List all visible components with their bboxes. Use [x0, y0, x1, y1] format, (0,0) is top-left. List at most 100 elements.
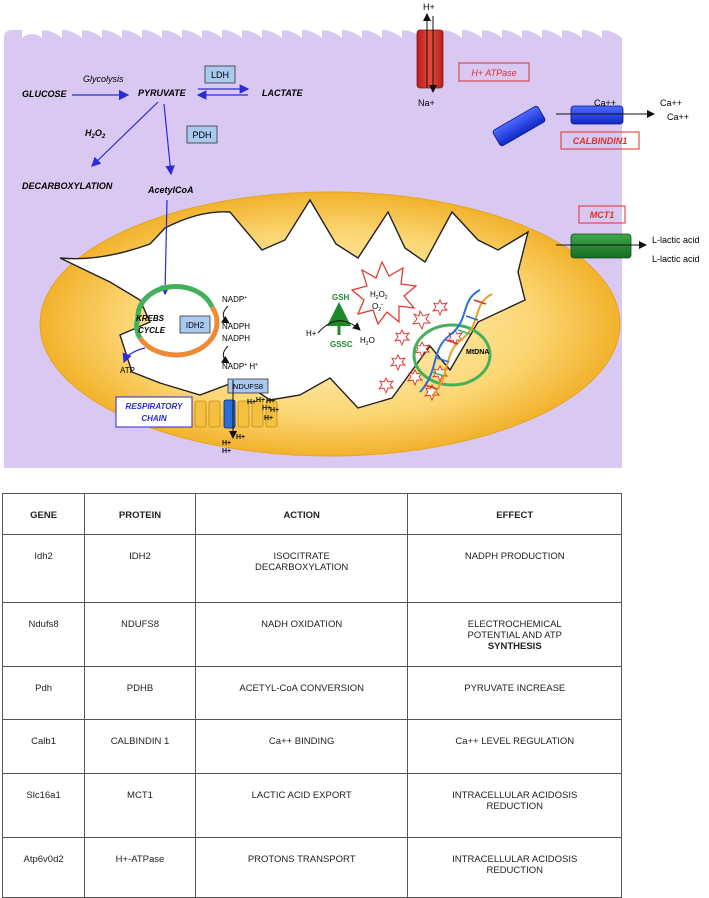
metabolism-diagram: GLUCOSE Glycolysis PYRUVATE LDH LACTATE … — [4, 2, 700, 468]
svg-text:H+: H+ — [236, 434, 245, 441]
header-effect: EFFECT — [407, 493, 622, 535]
krebs-cycle-ring-green2 — [134, 317, 143, 340]
arrow-pyruvate-decarboxylation — [91, 101, 159, 167]
mct1-label: MCT1 — [590, 210, 615, 220]
lactic-acid-label-1: L-lactic acid — [652, 235, 700, 245]
svg-text:H+: H+ — [266, 398, 275, 405]
idh2-label: IDH2 — [186, 321, 205, 330]
calbindin-bar-tilted — [492, 105, 546, 147]
cell-protein: H+-ATPase — [84, 837, 196, 898]
cell-line: ISOCITRATE — [273, 551, 330, 562]
ndufs8-label: NDUFS8 — [233, 382, 263, 391]
header-action: ACTION — [194, 493, 409, 535]
ros-bursts — [377, 298, 464, 402]
cell-effect: PYRUVATE INCREASE — [407, 666, 622, 720]
svg-text:H+: H+ — [222, 448, 231, 455]
h2o2-ros-label: H2O2 — [370, 290, 388, 301]
cell-line: Ca++ BINDING — [268, 736, 335, 747]
nadph-label-1: NADPH — [222, 322, 250, 331]
h-atpase-box — [458, 62, 530, 82]
mct1-transporter — [570, 233, 632, 259]
cell-line: ELECTROCHEMICAL — [467, 619, 562, 630]
cell-action: ACETYL-CoA CONVERSION — [194, 666, 409, 720]
cell-protein: PDHB — [84, 666, 196, 720]
svg-text:H+: H+ — [262, 405, 271, 412]
header-protein: PROTEIN — [84, 493, 196, 535]
table-row: Ndufs8 NDUFS8 NADH OXIDATION ELECTROCHEM… — [1, 602, 622, 667]
acetylcoa-label: AcetylCoA — [147, 185, 194, 195]
ca-out-label-1: Ca++ — [660, 98, 682, 108]
svg-text:H+: H+ — [264, 415, 273, 422]
mtdna-helix-b — [431, 293, 493, 397]
arrow-h-h2o — [317, 320, 361, 334]
table-header-row: GENE PROTEIN ACTION EFFECT — [1, 493, 622, 535]
arrow-nadp-nadph — [220, 305, 230, 324]
pdh-box — [186, 125, 218, 144]
svg-text:H+: H+ — [270, 407, 279, 414]
o2-ros-label: O2- — [372, 302, 383, 313]
cell-gene: Atp6v0d2 — [1, 837, 86, 898]
cell-line: DECARBOXYLATION — [255, 562, 349, 573]
krebs-label-2: CYCLE — [138, 326, 166, 335]
ndufs8-complex — [223, 399, 236, 429]
lactate-label: LACTATE — [262, 88, 304, 98]
cell-gene: Ndufs8 — [1, 602, 86, 667]
mct1-box — [578, 205, 626, 224]
cell-line: PROTONS TRANSPORT — [247, 854, 356, 865]
arrow-acetylcoa-krebs — [160, 199, 170, 296]
cell-line: NADH OXIDATION — [261, 619, 343, 630]
svg-text:H+: H+ — [247, 399, 256, 406]
table-row: Calb1 CALBINDIN 1 Ca++ BINDING Ca++ LEVE… — [1, 719, 622, 774]
table-row: Slc16a1 MCT1 LACTIC ACID EXPORT INTRACEL… — [1, 773, 622, 838]
mtdna-rungs — [424, 299, 487, 390]
calbindin-bar — [570, 105, 624, 125]
calbindin-label: CALBINDIN1 — [573, 136, 628, 146]
glucose-label: GLUCOSE — [22, 89, 68, 99]
h2o2-label: H2O2 — [85, 128, 106, 140]
h-atpase-label: H+ ATPase — [471, 68, 516, 78]
decarboxylation-label: DECARBOXYLATION — [22, 181, 113, 191]
svg-text:H+: H+ — [222, 440, 231, 447]
cell-protein: MCT1 — [84, 773, 196, 838]
h-atpase-channel — [416, 29, 444, 89]
cell-line: Ca++ LEVEL REGULATION — [455, 736, 575, 747]
cell-line: INTRACELLULAR ACIDOSIS — [452, 854, 578, 865]
ca-in-label: Ca++ — [594, 98, 616, 108]
h-plus-gsh-label: H+ — [306, 329, 317, 338]
cell-line: PYRUVATE INCREASE — [464, 683, 566, 694]
mtdna-label: MtDNA — [466, 349, 489, 356]
cell-line: SYNTHESIS — [487, 641, 542, 652]
lactic-acid-label-2: L-lactic acid — [652, 254, 700, 264]
gsh-label: GSH — [332, 293, 350, 302]
cell-line: REDUCTION — [486, 865, 543, 876]
respiratory-chain-box — [115, 396, 193, 428]
pdh-label: PDH — [192, 130, 211, 140]
mtdna-circle — [412, 323, 492, 387]
cell-effect: Ca++ LEVEL REGULATION — [407, 719, 622, 774]
nadph-label-2: NADPH — [222, 334, 250, 343]
arrow-krebs-atp — [122, 347, 146, 364]
proton-labels: H+ H+ H+ H+ H+ H+ H+ H+ H+ — [222, 397, 279, 455]
calbindin-box — [560, 131, 640, 150]
ndufs8-box — [227, 378, 269, 394]
cell-gene: Calb1 — [1, 719, 86, 774]
h2o-label: H2O — [360, 336, 375, 347]
krebs-cycle-ring-orange — [137, 305, 220, 358]
cell-line: INTRACELLULAR ACIDOSIS — [452, 790, 578, 801]
cell-action: NADH OXIDATION — [194, 602, 409, 667]
na-plus-label: Na+ — [418, 98, 435, 108]
respiratory-complexes — [194, 400, 278, 428]
ldh-label: LDH — [211, 70, 229, 80]
respiratory-label-1: RESPIRATORY — [126, 402, 184, 411]
krebs-label-1: KREBS — [136, 314, 165, 323]
cell-line: LACTIC ACID EXPORT — [251, 790, 352, 801]
gssc-label: GSSC — [330, 340, 353, 349]
ros-starburst — [350, 260, 418, 326]
table-row: Atp6v0d2 H+-ATPase PROTONS TRANSPORT INT… — [1, 837, 622, 898]
h-plus-out-label: H+ — [423, 2, 435, 12]
nadp-label-2: NADP+ H+ — [222, 362, 258, 371]
